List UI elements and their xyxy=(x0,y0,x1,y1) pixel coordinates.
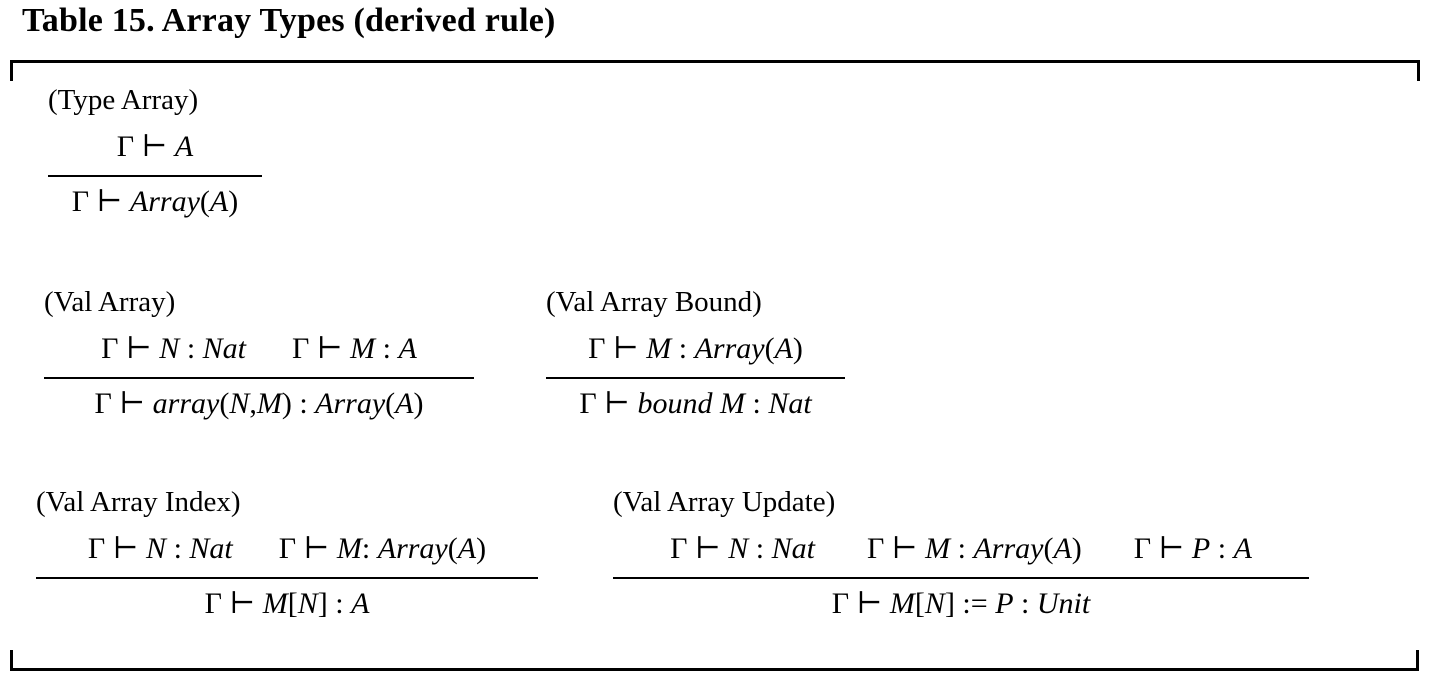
inference-fraction-bar xyxy=(546,377,845,380)
rule-label: (Val Array) xyxy=(44,286,176,318)
rule-label: (Val Array Bound) xyxy=(546,286,762,318)
rule-val-array-bound: (Val Array Bound) Γ ⊢ M : Array(A) Γ ⊢ bou… xyxy=(538,286,853,423)
frame-corner-tick-top-right xyxy=(1417,63,1420,81)
frame-bottom-rule xyxy=(10,647,1419,671)
rule-premises: Γ ⊢ N : Nat Γ ⊢ M : Array(A) Γ ⊢ P : A xyxy=(605,529,1317,568)
rule-premises: Γ ⊢ M : Array(A) xyxy=(538,329,853,368)
inference-fraction-bar xyxy=(613,577,1309,580)
rule-premises: Γ ⊢ N : Nat Γ ⊢ M: Array(A) xyxy=(28,529,546,568)
frame-corner-tick-bottom-left xyxy=(10,650,13,668)
rule-label: (Val Array Update) xyxy=(613,486,836,518)
rule-conclusion: Γ ⊢ M[N] : A xyxy=(204,587,370,621)
premise-judgment: Γ ⊢ N : Nat xyxy=(670,532,815,566)
premise-judgment: Γ ⊢ N : Nat xyxy=(87,532,233,566)
frame-corner-tick-bottom-right xyxy=(1416,650,1419,668)
rule-conclusion: Γ ⊢ Array(A) xyxy=(71,185,239,219)
premise-judgment: Γ ⊢ P : A xyxy=(1133,532,1252,566)
rule-conclusion: Γ ⊢ bound M : Nat xyxy=(579,387,812,421)
premise-judgment: Γ ⊢ M : Array(A) xyxy=(866,532,1082,566)
rule-val-array-index: (Val Array Index) Γ ⊢ N : Nat Γ ⊢ M: Array… xyxy=(28,486,546,623)
premise-judgment: Γ ⊢ N : Nat xyxy=(101,332,247,366)
rule-premises: Γ ⊢ N : Nat Γ ⊢ M : A xyxy=(36,329,482,368)
inference-fraction-bar xyxy=(44,377,474,380)
rule-label: (Val Array Index) xyxy=(36,486,241,518)
premise-judgment: Γ ⊢ M: Array(A) xyxy=(278,532,487,566)
premise-judgment: Γ ⊢ M : A xyxy=(292,332,417,366)
rule-type-array: (Type Array) Γ ⊢ A Γ ⊢ Array(A) xyxy=(40,84,270,221)
premise-judgment: Γ ⊢ A xyxy=(116,130,194,164)
premise-judgment: Γ ⊢ M : Array(A) xyxy=(588,332,803,366)
rule-conclusion: Γ ⊢ M[N] := P : Unit xyxy=(831,587,1091,621)
inference-fraction-bar xyxy=(48,175,262,178)
rule-conclusion: Γ ⊢ array(N,M) : Array(A) xyxy=(94,387,424,421)
rule-val-array: (Val Array) Γ ⊢ N : Nat Γ ⊢ M : A Γ ⊢ array… xyxy=(36,286,482,423)
frame-corner-tick-top-left xyxy=(10,63,13,81)
frame-top-rule xyxy=(10,60,1420,84)
inference-fraction-bar xyxy=(36,577,538,580)
rule-premises: Γ ⊢ A xyxy=(40,127,270,166)
rule-label: (Type Array) xyxy=(48,84,199,116)
table-title: Table 15. Array Types (derived rule) xyxy=(22,2,556,39)
rule-val-array-update: (Val Array Update) Γ ⊢ N : Nat Γ ⊢ M : Arr… xyxy=(605,486,1317,623)
